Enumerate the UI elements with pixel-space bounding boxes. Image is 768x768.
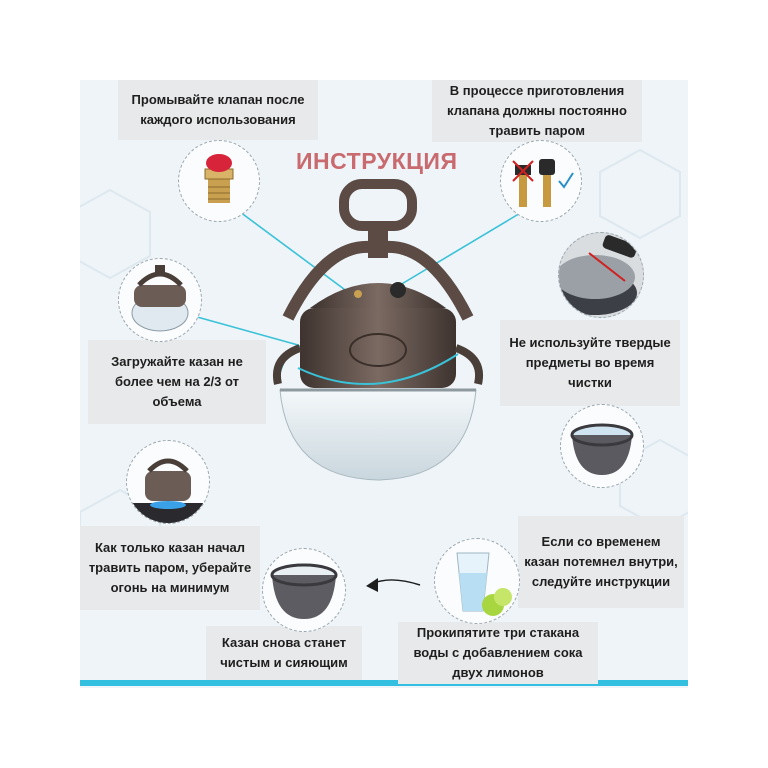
- pot-stove-circle: [126, 440, 210, 524]
- tip-boil-lemons-text: Прокипятите три стакана воды с добавлени…: [413, 625, 583, 680]
- valve-icon: [204, 154, 234, 203]
- accent-bar: [80, 680, 688, 686]
- tip-clean-shiny: Казан снова станет чистым и сияющим: [206, 626, 362, 680]
- glass-lemon-icon: [456, 552, 512, 616]
- tip-valve-steam: В процессе приготовления клапана должны …: [432, 80, 642, 142]
- tip-no-hard-objects: Не используйте твердые предметы во время…: [500, 320, 680, 406]
- tip-darkened-text: Если со временем казан потемнел внутри, …: [524, 534, 678, 589]
- tip-load-limit-text: Загружайте казан не более чем на 2/3 от …: [111, 354, 243, 409]
- tip-valve-steam-text: В процессе приготовления клапана должны …: [447, 83, 627, 138]
- valve-check-icon: [512, 159, 574, 207]
- clean-pot-circle: [262, 548, 346, 632]
- valve-check-circle: [500, 140, 582, 222]
- tip-rinse-valve-text: Промывайте клапан после каждого использо…: [131, 92, 305, 127]
- tip-reduce-heat-text: Как только казан начал травить паром, уб…: [88, 540, 252, 595]
- tip-load-limit: Загружайте казан не более чем на 2/3 от …: [88, 340, 266, 424]
- tip-boil-lemons: Прокипятите три стакана воды с добавлени…: [398, 622, 598, 684]
- pot-rim-icon: [559, 235, 638, 315]
- tip-darkened: Если со временем казан потемнел внутри, …: [518, 516, 684, 608]
- glass-circle: [434, 538, 520, 624]
- pot-icon: [127, 458, 209, 523]
- tip-no-hard-objects-text: Не используйте твердые предметы во время…: [509, 335, 671, 390]
- valve-circle: [178, 140, 260, 222]
- pot-icon: [270, 563, 338, 619]
- page-title: ИНСТРУКЦИЯ: [296, 148, 458, 174]
- scratch-circle: [558, 232, 644, 318]
- pot-icon: [570, 423, 634, 475]
- tip-rinse-valve: Промывайте клапан после каждого использо…: [118, 80, 318, 140]
- pot-icon: [131, 265, 189, 332]
- pot-load-circle: [118, 258, 202, 342]
- arrow-left-icon: [366, 578, 421, 592]
- tip-clean-shiny-text: Казан снова станет чистым и сияющим: [220, 635, 348, 670]
- tip-reduce-heat: Как только казан начал травить паром, уб…: [80, 526, 260, 610]
- kazan-illustration: [273, 179, 483, 481]
- pot-steam-circle: [560, 404, 644, 488]
